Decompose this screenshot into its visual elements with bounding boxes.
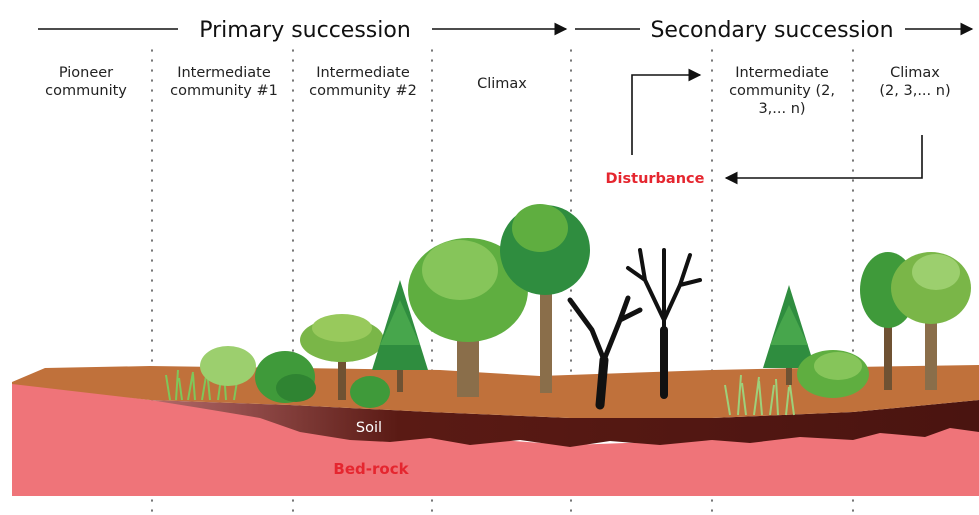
soil-label: Soil: [356, 420, 382, 436]
climax-tree-large: [408, 238, 528, 397]
intermediate1-label-line2: community #1: [170, 83, 278, 99]
bedrock-layer: [12, 382, 979, 497]
landscape: [12, 365, 979, 498]
column-labels: Pioneer community Intermediate community…: [45, 65, 951, 117]
secondary-succession-title: Secondary succession: [650, 18, 893, 43]
soil-layer: [150, 400, 979, 447]
intermediate-n-label-line3: 3,... n): [758, 101, 805, 117]
pioneer-label-line1: Pioneer: [59, 65, 113, 81]
primary-succession-title: Primary succession: [199, 18, 411, 43]
intermediate-n-label-line2: community (2,: [729, 83, 835, 99]
climax-n-label-line2: (2, 3,... n): [879, 83, 950, 99]
intermediate1-shrubs: [200, 346, 316, 403]
disturbance-label: Disturbance: [606, 171, 705, 187]
intermediate2-label-line2: community #2: [309, 83, 417, 99]
intermediate1-label-line1: Intermediate: [177, 65, 271, 81]
intermediate2-label-line1: Intermediate: [316, 65, 410, 81]
disturbance-loop: [631, 68, 923, 185]
climax-label: Climax: [477, 76, 527, 92]
secondary-climax-trees: [860, 252, 971, 390]
secondary-intermediate-vegetation: [724, 285, 869, 416]
climax-tree-tall: [500, 204, 590, 393]
intermediate-n-label-line1: Intermediate: [735, 65, 829, 81]
intermediate1-grass: [165, 369, 239, 401]
intermediate2-tree: [300, 314, 390, 408]
intermediate2-conifer: [372, 280, 428, 392]
climax-n-label-line1: Climax: [890, 65, 940, 81]
dead-trees: [567, 248, 702, 410]
bedrock-label: Bed-rock: [333, 460, 409, 478]
ground-layer: [12, 365, 979, 418]
pioneer-label-line2: community: [45, 83, 127, 99]
